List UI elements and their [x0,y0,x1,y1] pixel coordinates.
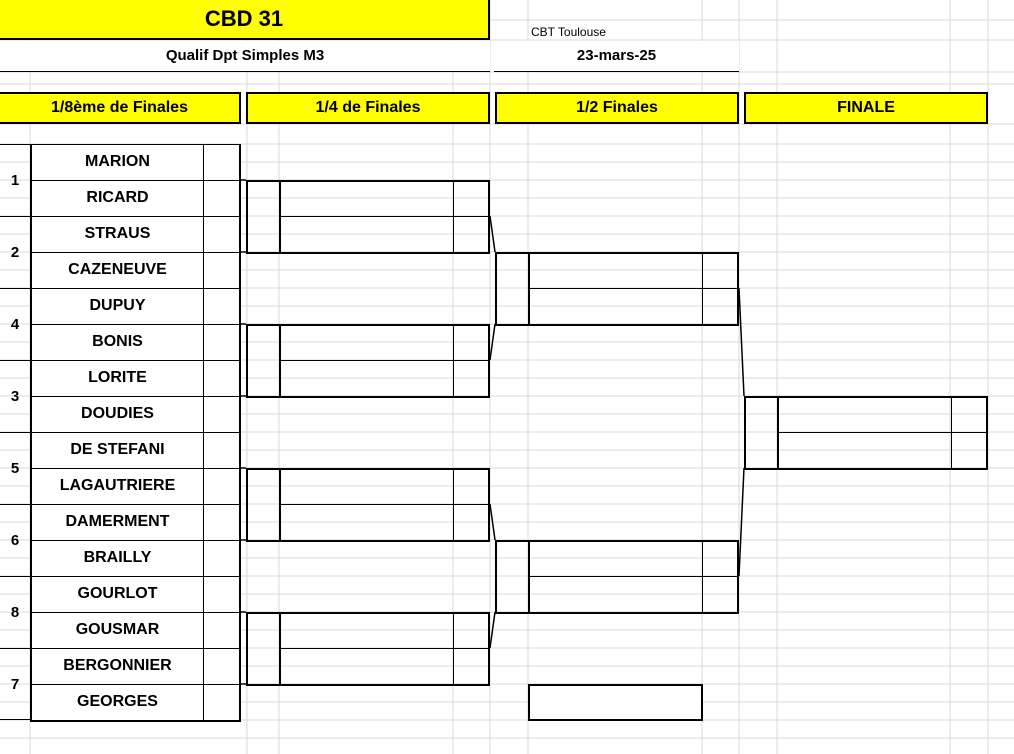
tournament-date: 23-mars-25 [494,41,739,72]
quarter-final-player-slot[interactable] [279,504,453,541]
quarter-final-player-slot[interactable] [279,612,453,649]
player-name-cell[interactable]: GEORGES [30,684,204,721]
quarter-final-match-box [246,180,490,254]
extra-match-box[interactable] [528,684,703,721]
quarter-final-score-cell[interactable] [453,360,490,397]
quarter-final-player-slot[interactable] [279,180,453,217]
seed-number: 2 [0,216,30,288]
seed-number: 6 [0,504,30,576]
quarter-final-match-tab[interactable] [246,612,281,686]
final-player-slot[interactable] [777,432,951,469]
score-cell[interactable] [203,216,241,253]
semi-final-match-box [495,540,739,614]
player-name-cell[interactable]: CAZENEUVE [30,252,204,289]
final-player-slot[interactable] [777,396,951,433]
seed-number: 7 [0,648,30,720]
quarter-final-score-cell[interactable] [453,324,490,361]
semi-final-score-cell[interactable] [702,576,739,613]
player-name-cell[interactable]: RICARD [30,180,204,217]
quarter-final-player-slot[interactable] [279,216,453,253]
semi-final-match-box [495,252,739,326]
seed-number: 8 [0,576,30,648]
quarter-final-match-tab[interactable] [246,324,281,398]
score-cell[interactable] [203,684,241,721]
final-match-tab[interactable] [744,396,779,470]
semi-final-match-tab[interactable] [495,252,530,326]
venue-label: CBT Toulouse [531,25,606,39]
final-match-box [744,396,988,470]
score-cell[interactable] [203,504,241,541]
score-cell[interactable] [203,576,241,613]
player-name-cell[interactable]: BERGONNIER [30,648,204,685]
player-name-cell[interactable]: BRAILLY [30,540,204,577]
quarter-final-player-slot[interactable] [279,468,453,505]
score-cell[interactable] [203,468,241,505]
player-name-cell[interactable]: LAGAUTRIERE [30,468,204,505]
quarter-final-match-box [246,612,490,686]
semi-final-player-slot[interactable] [528,540,702,577]
semi-final-score-cell[interactable] [702,288,739,325]
semi-final-player-slot[interactable] [528,576,702,613]
score-cell[interactable] [203,144,241,181]
player-name-cell[interactable]: STRAUS [30,216,204,253]
quarter-final-score-cell[interactable] [453,612,490,649]
quarter-final-match-box [246,324,490,398]
score-cell[interactable] [203,180,241,217]
quarter-final-match-tab[interactable] [246,468,281,542]
score-cell[interactable] [203,648,241,685]
score-cell[interactable] [203,324,241,361]
quarter-final-score-cell[interactable] [453,180,490,217]
quarter-final-score-cell[interactable] [453,648,490,685]
seed-number: 3 [0,360,30,432]
score-cell[interactable] [203,540,241,577]
score-cell[interactable] [203,612,241,649]
semi-final-score-cell[interactable] [702,252,739,289]
score-cell[interactable] [203,252,241,289]
quarter-final-match-box [246,468,490,542]
score-cell[interactable] [203,396,241,433]
player-name-cell[interactable]: GOUSMAR [30,612,204,649]
score-cell[interactable] [203,360,241,397]
quarter-final-player-slot[interactable] [279,648,453,685]
seed-number: 5 [0,432,30,504]
quarter-final-score-cell[interactable] [453,468,490,505]
tournament-subtitle: Qualif Dpt Simples M3 [0,41,490,72]
quarter-final-player-slot[interactable] [279,324,453,361]
score-cell[interactable] [203,288,241,325]
quarter-final-match-tab[interactable] [246,180,281,254]
semi-final-match-tab[interactable] [495,540,530,614]
player-name-cell[interactable]: DE STEFANI [30,432,204,469]
seed-number: 4 [0,288,30,360]
round-header-final: FINALE [744,92,988,124]
quarter-final-score-cell[interactable] [453,216,490,253]
tournament-title: CBD 31 [0,0,490,40]
player-name-cell[interactable]: DAMERMENT [30,504,204,541]
semi-final-score-cell[interactable] [702,540,739,577]
seed-number: 1 [0,144,30,216]
quarter-final-player-slot[interactable] [279,360,453,397]
semi-final-player-slot[interactable] [528,288,702,325]
player-name-cell[interactable]: BONIS [30,324,204,361]
score-cell[interactable] [203,432,241,469]
player-name-cell[interactable]: DUPUY [30,288,204,325]
final-score-cell[interactable] [951,432,988,469]
round-header-qf: 1/4 de Finales [246,92,490,124]
semi-final-player-slot[interactable] [528,252,702,289]
player-name-cell[interactable]: LORITE [30,360,204,397]
player-name-cell[interactable]: GOURLOT [30,576,204,613]
quarter-final-score-cell[interactable] [453,504,490,541]
round-header-sf: 1/2 Finales [495,92,739,124]
player-name-cell[interactable]: DOUDIES [30,396,204,433]
player-name-cell[interactable]: MARION [30,144,204,181]
round-header-r16: 1/8ème de Finales [0,92,241,124]
bracket-bottom-line [30,720,241,722]
final-score-cell[interactable] [951,396,988,433]
